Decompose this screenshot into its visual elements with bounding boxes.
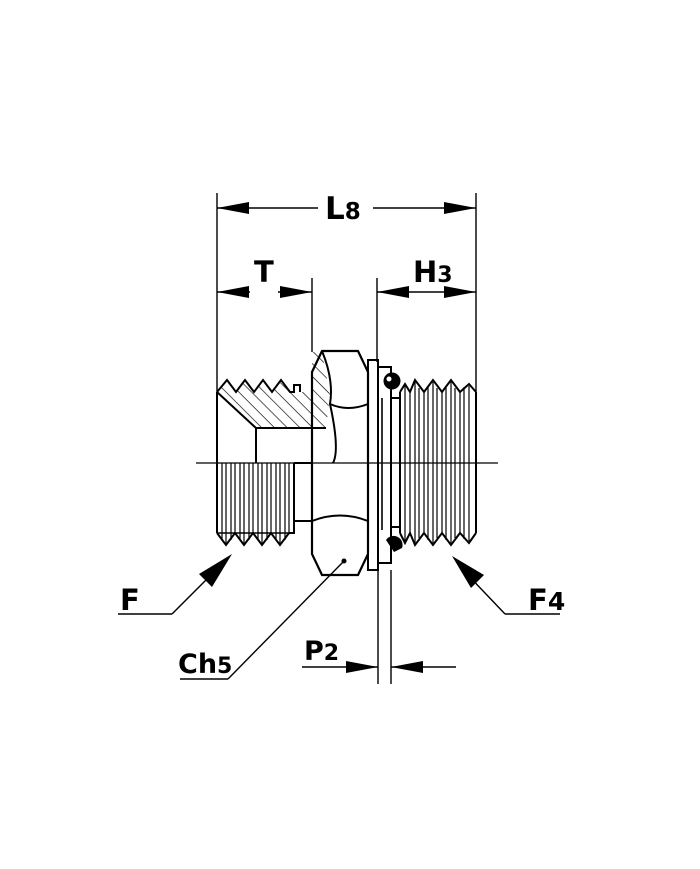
arrowhead-f (199, 554, 232, 587)
arrowhead-f4 (452, 556, 484, 588)
o-ring-seals (383, 372, 403, 552)
arrowhead-l8-left (217, 202, 249, 214)
leader-f: F (118, 554, 232, 617)
label-h3: H3 (413, 255, 453, 289)
dimension-l8: L8 (217, 191, 476, 227)
washer (367, 359, 392, 571)
right-bottom-thread (399, 530, 477, 547)
label-f: F (120, 583, 140, 617)
o-ring-top (383, 372, 401, 390)
arrowhead-t-right (280, 286, 312, 298)
dimension-h3: H3 (377, 255, 476, 298)
washer-rect (367, 359, 379, 571)
label-f4: F4 (528, 583, 565, 617)
dimension-t: T (217, 255, 312, 298)
label-t: T (254, 255, 274, 289)
arrowhead-h3-right (444, 286, 476, 298)
arrowhead-t-left (217, 286, 249, 298)
arrowhead-h3-left (377, 286, 409, 298)
label-ch5: Ch5 (178, 649, 232, 680)
dimension-p2: P2 (302, 636, 456, 673)
leader-ch5: Ch5 (178, 560, 345, 680)
right-threaded-stud (391, 378, 477, 547)
arrowhead-l8-right (444, 202, 476, 214)
left-thread-roots (221, 463, 290, 545)
hex-middle-curve (329, 403, 337, 464)
o-ring-bottom (386, 535, 403, 552)
arrowhead-p2-left (346, 661, 378, 673)
right-top-thread (399, 378, 477, 395)
label-p2: P2 (304, 636, 339, 667)
label-l8: L8 (325, 191, 361, 227)
hex-bottom-arc (311, 514, 369, 522)
leader-f4: F4 (452, 556, 565, 617)
arrowhead-p2-right (391, 661, 423, 673)
right-thread-roots (404, 382, 470, 543)
top-thread-profile (216, 378, 301, 394)
collar-rect (377, 366, 392, 564)
left-threaded-body (216, 352, 330, 547)
